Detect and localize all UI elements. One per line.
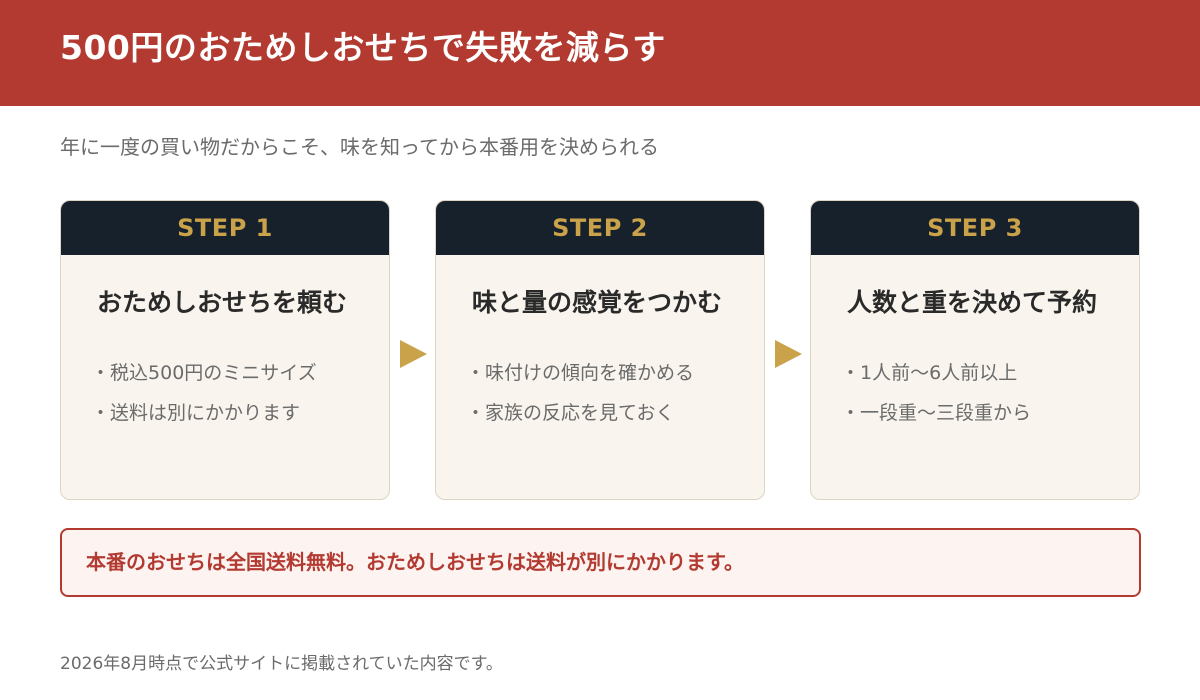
step-label-1: STEP 1 [177,214,273,242]
step-header-2: STEP 2 [436,201,764,255]
step-label-2: STEP 2 [552,214,648,242]
list-item: 税込500円のミニサイズ [91,353,317,393]
step-header-3: STEP 3 [811,201,1139,255]
step-title-3: 人数と重を決めて予約 [847,288,1098,317]
step-title-1: おためしおせちを頼む [97,288,348,317]
step-card-2: STEP 2 味と量の感覚をつかむ 味付けの傾向を確かめる 家族の反応を見ておく [435,200,765,500]
header-banner: 500円のおためしおせちで失敗を減らす [0,0,1200,106]
list-item: 1人前〜6人前以上 [841,353,1031,393]
list-item: 送料は別にかかります [91,393,317,433]
page-title: 500円のおためしおせちで失敗を減らす [60,28,666,67]
step-card-3: STEP 3 人数と重を決めて予約 1人前〜6人前以上 一段重〜三段重から [810,200,1140,500]
triangle-right-icon [400,340,427,368]
footnote: 2026年8月時点で公式サイトに掲載されていた内容です。 [60,654,503,674]
triangle-right-icon [775,340,802,368]
step-list-3: 1人前〜6人前以上 一段重〜三段重から [841,353,1031,433]
step-header-1: STEP 1 [61,201,389,255]
shipping-notice: 本番のおせちは全国送料無料。おためしおせちは送料が別にかかります。 [60,528,1141,597]
step-card-1: STEP 1 おためしおせちを頼む 税込500円のミニサイズ 送料は別にかかりま… [60,200,390,500]
list-item: 味付けの傾向を確かめる [466,353,694,393]
list-item: 一段重〜三段重から [841,393,1031,433]
shipping-notice-text: 本番のおせちは全国送料無料。おためしおせちは送料が別にかかります。 [86,550,744,574]
step-title-2: 味と量の感覚をつかむ [472,288,723,317]
list-item: 家族の反応を見ておく [466,393,694,433]
step-list-2: 味付けの傾向を確かめる 家族の反応を見ておく [466,353,694,433]
step-label-3: STEP 3 [927,214,1023,242]
step-list-1: 税込500円のミニサイズ 送料は別にかかります [91,353,317,433]
page-subtitle: 年に一度の買い物だからこそ、味を知ってから本番用を決められる [60,135,659,159]
